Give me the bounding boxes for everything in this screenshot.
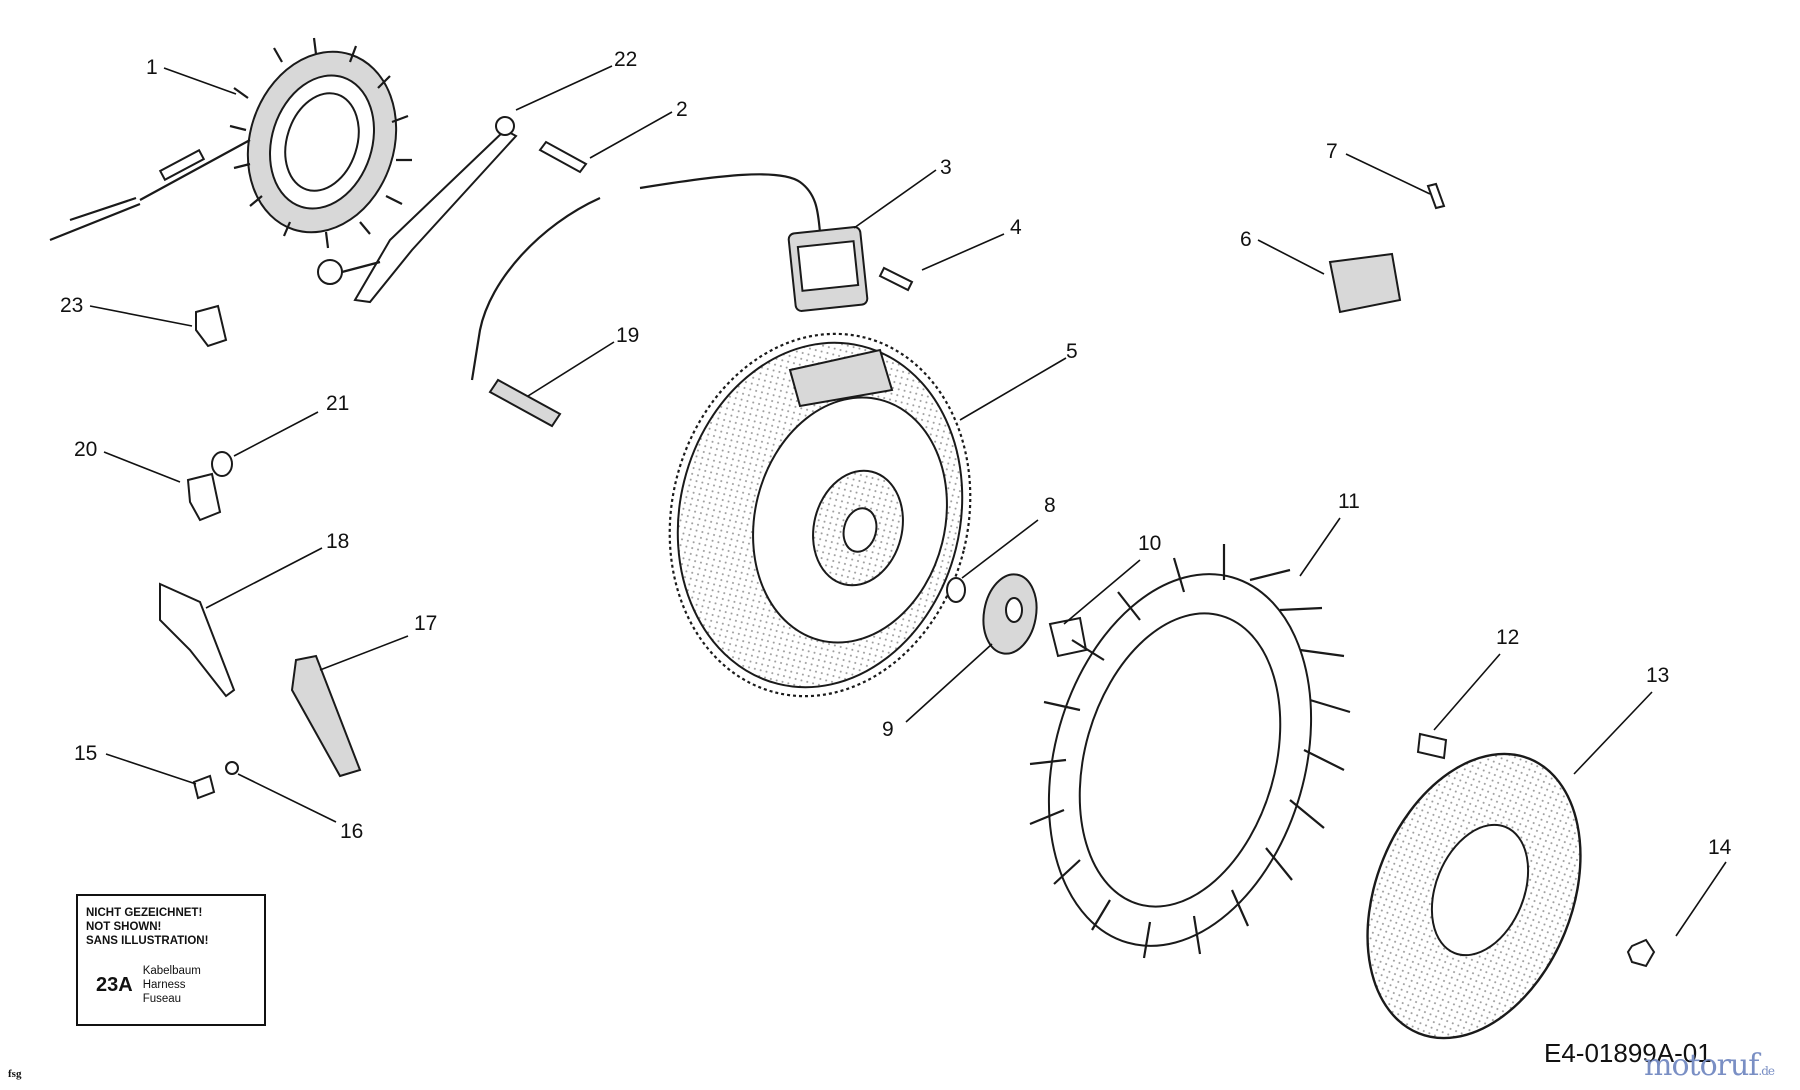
part-number-16: 16 [340, 820, 363, 843]
screw-2-drawing [538, 140, 588, 174]
part-number-13: 13 [1646, 664, 1669, 687]
not-shown-line-de: NICHT GEZEICHNET! [86, 907, 203, 919]
drawing-id: E4-01899A-01 [1544, 1038, 1712, 1068]
fan-drawing [1029, 544, 1351, 959]
part-number-23: 23 [60, 294, 83, 317]
washer-9-drawing [982, 573, 1038, 655]
part-number-19: 19 [616, 324, 639, 347]
corner-mark: fsg [8, 1068, 22, 1080]
nut-14-drawing [1626, 938, 1656, 968]
rectifier-drawing [1328, 252, 1402, 314]
ground-strap-drawing [317, 116, 518, 304]
part-number-4: 4 [1010, 216, 1022, 239]
site-logo: motoruf.de [1644, 1048, 1775, 1083]
not-shown-part-names: Kabelbaum Harness Fuseau [143, 964, 201, 1006]
part-number-5: 5 [1066, 340, 1078, 363]
part-number-14: 14 [1708, 836, 1732, 859]
ignition-coil-drawing [470, 173, 869, 381]
part-name-fr: Fuseau [142, 993, 182, 1005]
part-number-12: 12 [1496, 626, 1519, 649]
washer-16-drawing [225, 761, 239, 775]
flywheel-drawing [668, 332, 972, 698]
part-name-de: Kabelbaum [142, 965, 201, 977]
bracket-17-drawing [290, 654, 362, 778]
part-number-9: 9 [882, 718, 894, 741]
part-number-21: 21 [326, 392, 349, 415]
part-number-8: 8 [1044, 494, 1056, 517]
part-number-20: 20 [74, 438, 97, 461]
key-8-drawing [946, 577, 966, 603]
part-number-22: 22 [614, 48, 637, 71]
part-number-11: 11 [1338, 490, 1360, 513]
bolt-10-drawing [1048, 616, 1088, 658]
logo-tld: .de [1758, 1064, 1775, 1078]
part-number-18: 18 [326, 530, 349, 553]
bolt-15-drawing [192, 774, 216, 800]
screw-4-drawing [878, 266, 914, 292]
part-number-7: 7 [1326, 140, 1338, 163]
part-numbers: 1 2 3 4 5 6 7 8 9 10 11 12 13 14 15 16 1… [60, 48, 1732, 859]
not-shown-line-fr: SANS ILLUSTRATION! [86, 935, 209, 947]
clip-23-drawing [195, 304, 228, 348]
leader-lines [89, 65, 1727, 937]
part-number-10: 10 [1138, 532, 1161, 555]
not-shown-part-row: 23A Kabelbaum Harness Fuseau [86, 964, 256, 1006]
part-name-en: Harness [142, 979, 186, 991]
not-shown-part-code: 23A [96, 973, 133, 996]
screw-7-drawing [1426, 182, 1446, 210]
not-shown-note-box: NICHT GEZEICHNET! NOT SHOWN! SANS ILLUST… [76, 894, 266, 1026]
bolt-12-drawing [1416, 732, 1448, 760]
part-number-17: 17 [414, 612, 437, 635]
stator-drawing [49, 37, 412, 249]
part-number-6: 6 [1240, 228, 1252, 251]
part-number-15: 15 [74, 742, 97, 765]
part-number-3: 3 [940, 156, 952, 179]
part-number-2: 2 [676, 98, 688, 121]
part-number-1: 1 [146, 56, 158, 79]
bracket-18-drawing [159, 582, 236, 698]
nut-21-drawing [211, 451, 233, 477]
not-shown-line-en: NOT SHOWN! [86, 921, 162, 933]
logo-text: motoruf [1644, 1048, 1759, 1083]
clip-20-drawing [186, 472, 222, 522]
screen-drawing [1366, 752, 1582, 1040]
spark-plug-drawing [488, 378, 562, 428]
